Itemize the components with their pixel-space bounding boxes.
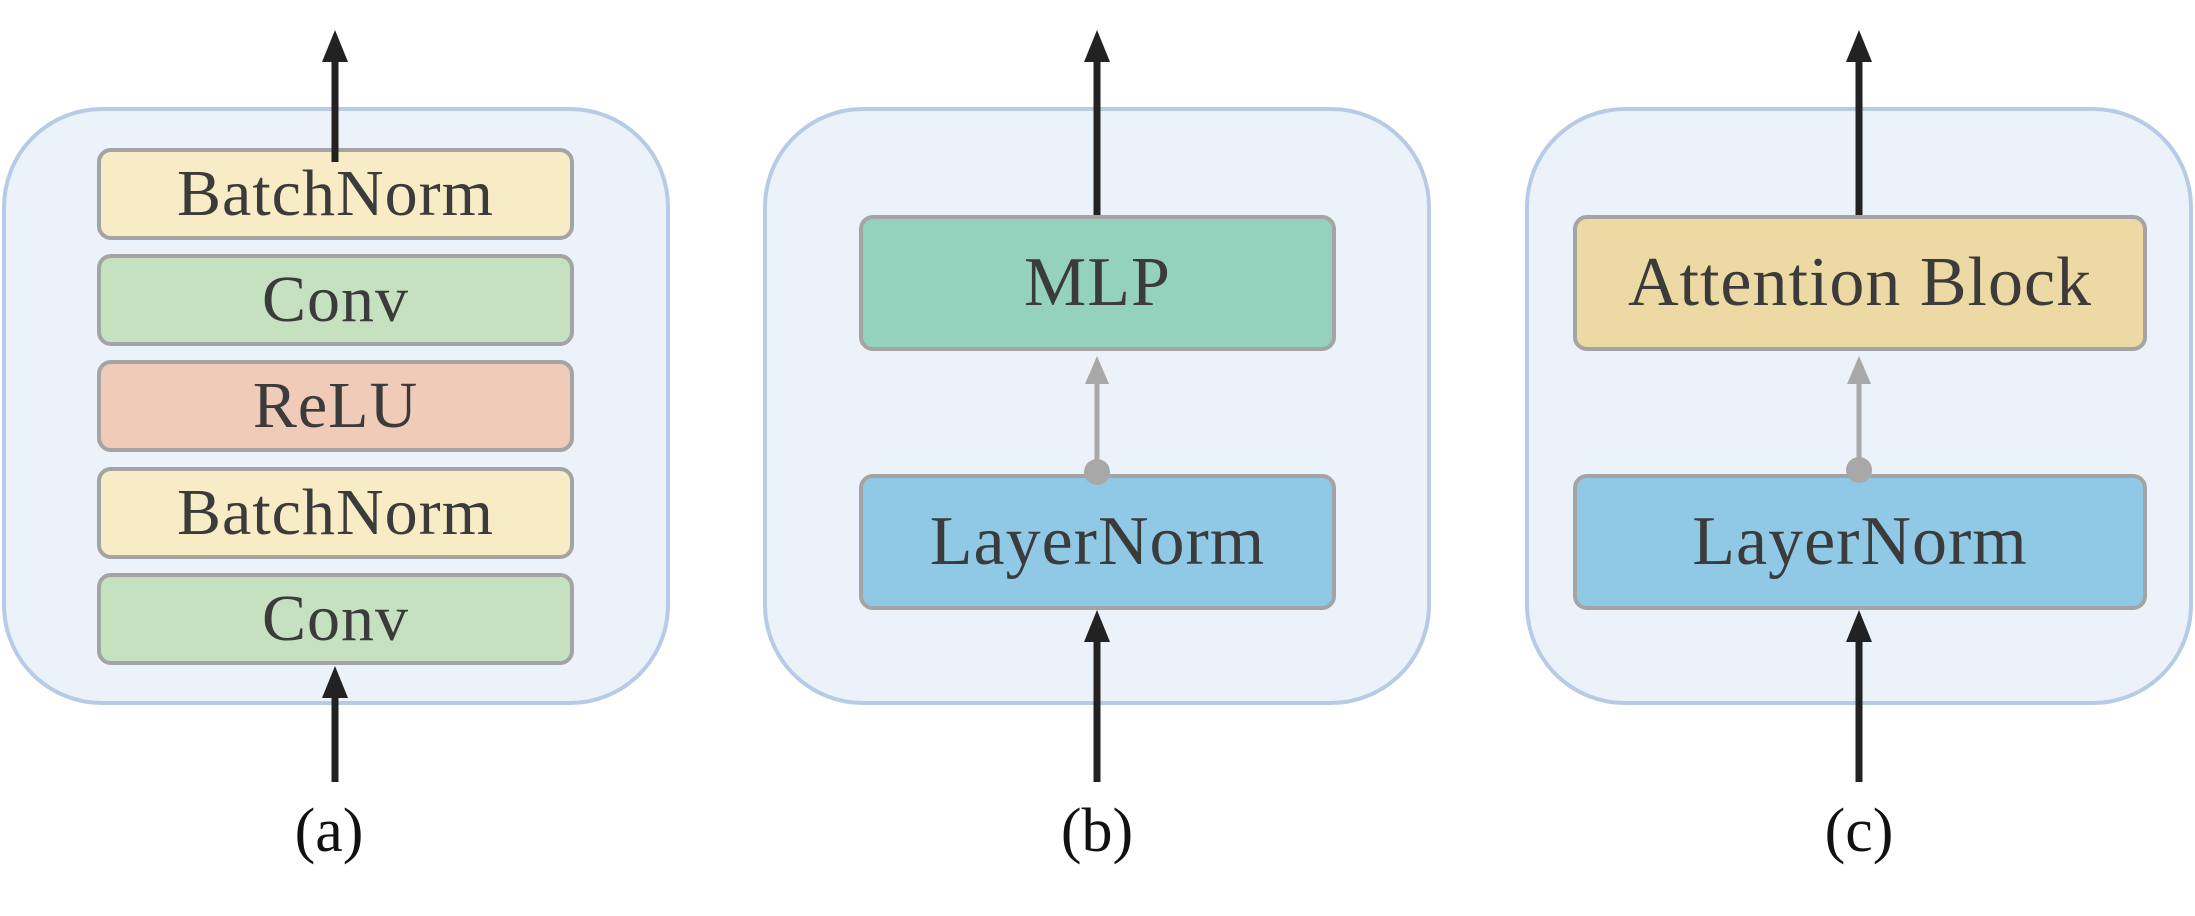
mlp-block: MLP [859,215,1336,351]
batchnorm-block-bottom: BatchNorm [97,467,574,559]
conv-block-top: Conv [97,254,574,346]
batchnorm-block-top: BatchNorm [97,148,574,240]
layernorm-block-b: LayerNorm [859,474,1336,610]
caption-b: (b) [1060,797,1134,865]
caption-c: (c) [1824,797,1894,865]
conv-block-bottom: Conv [97,573,574,665]
caption-a: (a) [294,797,364,865]
layernorm-block-c: LayerNorm [1573,474,2147,610]
relu-block: ReLU [97,360,574,452]
panel-c [1525,107,2193,705]
attention-block: Attention Block [1573,215,2147,351]
panel-b [763,107,1431,705]
